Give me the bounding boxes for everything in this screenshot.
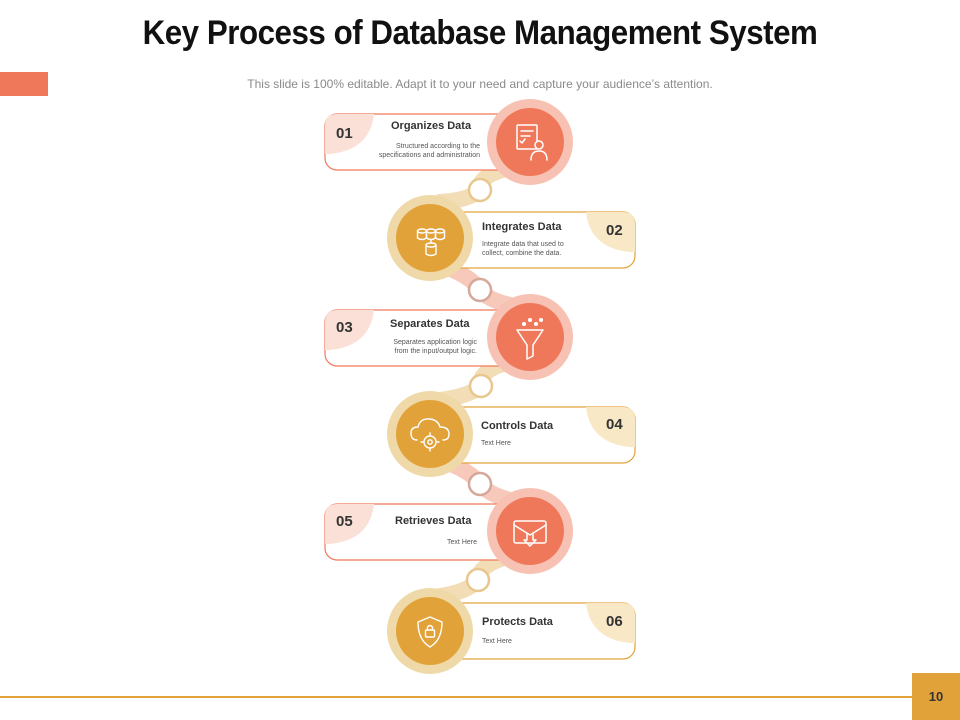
step-title-02: Integrates Data [482,221,562,233]
document-user-icon [516,124,548,161]
step-desc-04: Text Here [481,440,511,447]
funnel-icon [516,317,544,360]
page-number: 10 [912,673,960,720]
accent-bar [0,72,48,96]
step-number-01: 01 [336,125,353,142]
page-subtitle: This slide is 100% editable. Adapt it to… [247,77,713,91]
step-number-05: 05 [336,513,353,530]
step-circle-02 [387,195,473,281]
step-desc-06: Text Here [482,638,512,645]
step-circle-03 [487,294,573,380]
step-title-01: Organizes Data [391,120,472,132]
step-number-04: 04 [606,416,623,433]
step-desc-05: Text Here [447,539,477,546]
footer-line [0,696,912,698]
databases-icon [416,228,446,257]
step-number-02: 02 [606,222,623,239]
page-title: Key Process of Database Management Syste… [142,14,818,52]
shield-lock-icon [417,616,443,648]
download-box-icon [513,520,547,547]
cloud-gear-icon [410,418,450,452]
step-number-06: 06 [606,613,623,630]
step-title-05: Retrieves Data [395,515,472,527]
step-circle-01 [487,99,573,185]
step-title-06: Protects Data [482,616,553,628]
step-number-03: 03 [336,319,353,336]
connector-dots [465,177,494,593]
step-title-04: Controls Data [481,420,554,432]
step-circle-06 [387,588,473,674]
step-circle-05 [487,488,573,574]
step-title-03: Separates Data [390,318,470,330]
